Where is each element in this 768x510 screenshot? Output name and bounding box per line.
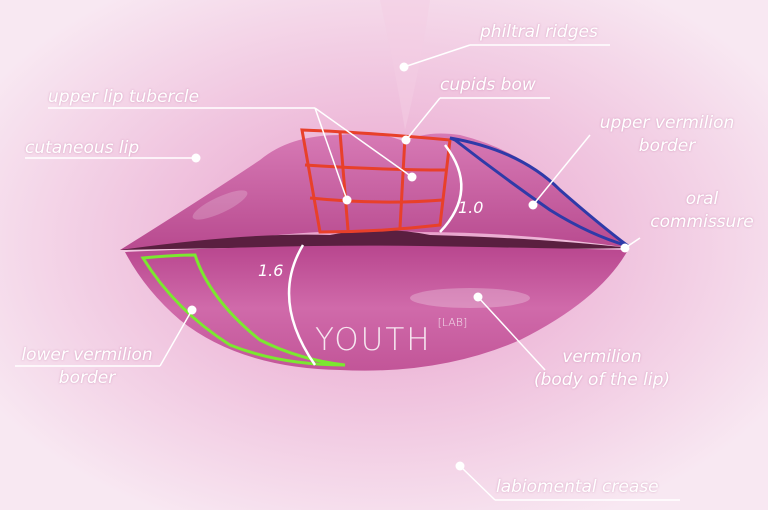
lower-lip — [125, 245, 628, 371]
label-lower-vermilion-border: lower vermilion border — [12, 344, 162, 390]
ratio-lower: 1.6 — [258, 261, 284, 280]
label-labiomental-crease: labiomental crease — [496, 477, 659, 497]
label-line-1: oral — [685, 189, 719, 209]
label-dots — [187, 62, 630, 471]
label-oral-commissure: oral commissure — [640, 188, 764, 234]
mouth-line — [120, 230, 630, 250]
logo-main: YOUTH — [315, 322, 432, 358]
youth-lab-logo: YOUTH [LAB] — [315, 316, 467, 358]
lower-vermilion-border-outline — [140, 253, 346, 367]
ratio-upper: 1.0 — [458, 198, 484, 217]
label-cutaneous-lip: cutaneous lip — [25, 138, 140, 158]
upper-lip-tubercle-outline — [300, 128, 452, 234]
lower-ratio-arrow — [287, 244, 317, 366]
label-line-2: (body of the lip) — [533, 370, 671, 390]
label-line-1: upper vermilion — [599, 113, 735, 133]
label-line-2: border — [58, 368, 116, 388]
label-line-2: commissure — [650, 212, 754, 232]
label-philtral-ridges: philtral ridges — [480, 22, 598, 42]
label-upper-lip-tubercle: upper lip tubercle — [48, 87, 200, 107]
leader-lines — [15, 44, 680, 501]
label-line-1: lower vermilion — [21, 345, 153, 365]
upper-ratio-arrow — [439, 144, 463, 233]
upper-lip — [120, 133, 630, 250]
label-line-1: vermilion — [562, 347, 642, 367]
label-line-2: border — [638, 136, 696, 156]
label-upper-vermilion-border: upper vermilion border — [592, 112, 742, 158]
label-vermilion: vermilion (body of the lip) — [526, 346, 678, 392]
label-cupids-bow: cupids bow — [440, 75, 536, 95]
logo-sub: [LAB] — [437, 316, 468, 329]
